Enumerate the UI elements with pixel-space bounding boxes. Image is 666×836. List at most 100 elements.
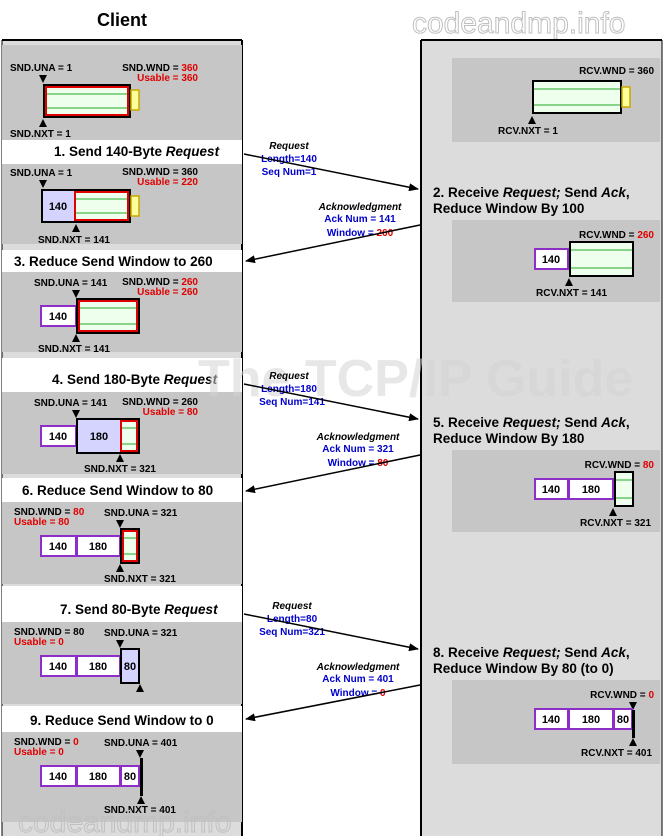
arrow-ack-8 bbox=[245, 684, 421, 722]
message-title: Request bbox=[269, 141, 309, 152]
receive-window bbox=[534, 82, 620, 112]
snd-una-label: SND.UNA = 1 bbox=[10, 168, 73, 179]
snd-wnd-label: SND.WND = 360 bbox=[122, 63, 198, 74]
rcv-nxt-label: RCV.NXT = 321 bbox=[580, 518, 651, 529]
arrow-request-4 bbox=[243, 383, 419, 422]
message-length: Length=140 bbox=[261, 154, 317, 165]
segment-label: 180 bbox=[90, 431, 108, 443]
snd-una-label: SND.UNA = 321 bbox=[104, 628, 178, 639]
snd-wnd-label: SND.WND = 80 bbox=[14, 627, 85, 638]
client-state-4-content: SND.UNA = 141 SND.WND = 260 Usable = 80 … bbox=[34, 397, 198, 475]
client-state-7-content: SND.WND = 80 Usable = 0 SND.UNA = 321 14… bbox=[14, 627, 178, 692]
snd-nxt-marker bbox=[136, 684, 144, 692]
message-ack-8: Acknowledgment Ack Num = 401 Window = 0 bbox=[245, 662, 421, 722]
segment-label: 140 bbox=[49, 541, 67, 553]
segment-label: 140 bbox=[49, 311, 67, 323]
segment-label: 80 bbox=[617, 714, 629, 726]
usable-window bbox=[124, 532, 136, 560]
rcv-nxt-label: RCV.NXT = 141 bbox=[536, 288, 607, 299]
snd-una-label: SND.UNA = 141 bbox=[34, 278, 108, 289]
message-window: Window = 260 bbox=[327, 228, 394, 239]
arrow-ack-5 bbox=[245, 454, 421, 494]
step-7-title: 7. Send 80-Byte Request bbox=[60, 602, 218, 617]
snd-wnd-label: SND.WND = 260 bbox=[122, 277, 198, 288]
receive-window bbox=[571, 243, 632, 275]
segment-label: 140 bbox=[542, 254, 560, 266]
message-length: Length=80 bbox=[267, 614, 318, 625]
step-9-title: 9. Reduce Send Window to 0 bbox=[30, 713, 214, 728]
snd-nxt-label: SND.NXT = 1 bbox=[10, 129, 71, 140]
arrow-ack-2 bbox=[245, 224, 421, 264]
step-6-title: 6. Reduce Send Window to 80 bbox=[22, 483, 213, 498]
sent-segment-140 bbox=[43, 191, 74, 221]
client-state-3-content: SND.UNA = 141 SND.WND = 260 Usable = 260… bbox=[34, 277, 198, 355]
segment-label: 180 bbox=[582, 484, 600, 496]
sent-segment-80 bbox=[122, 650, 138, 682]
usable-label: Usable = 80 bbox=[143, 407, 199, 418]
message-window: Window = 80 bbox=[328, 458, 389, 469]
acked-segment-80 bbox=[120, 765, 140, 787]
client-state-9-content: SND.WND = 0 Usable = 0 SND.UNA = 401 140… bbox=[14, 737, 178, 816]
snd-nxt-label: SND.NXT = 141 bbox=[38, 235, 110, 246]
message-title: Acknowledgment bbox=[318, 202, 402, 213]
segment-label: 140 bbox=[542, 714, 560, 726]
segment-label: 180 bbox=[89, 771, 107, 783]
step-8-title-line1: 8. Receive Request; Send Ack, bbox=[433, 645, 630, 660]
snd-una-marker bbox=[39, 75, 47, 83]
client-state-0-content: SND.UNA = 1 SND.WND = 360 Usable = 360 S… bbox=[10, 63, 198, 140]
segment-label: 140 bbox=[49, 431, 67, 443]
rcv-wnd-label: RCV.WND = 260 bbox=[579, 230, 654, 241]
usable-window bbox=[76, 193, 127, 219]
snd-nxt-label: SND.NXT = 401 bbox=[104, 805, 176, 816]
server-state-8-content: RCV.WND = 0 140 180 80 RCV.NXT = 401 bbox=[534, 690, 654, 759]
rcv-wnd-label: RCV.WND = 0 bbox=[590, 690, 654, 701]
server-state-0-content: RCV.WND = 360 RCV.NXT = 1 bbox=[498, 66, 654, 137]
rcv-nxt-label: RCV.NXT = 1 bbox=[498, 126, 558, 137]
snd-una-label: SND.UNA = 1 bbox=[10, 63, 73, 74]
message-seq: Seq Num=321 bbox=[259, 627, 325, 638]
arrow-request-1 bbox=[243, 153, 419, 192]
snd-una-label: SND.UNA = 321 bbox=[104, 508, 178, 519]
step-5-title-line1: 5. Receive Request; Send Ack, bbox=[433, 415, 630, 430]
snd-una-label: SND.UNA = 401 bbox=[104, 738, 178, 749]
watermark-top: codeandmp.info bbox=[412, 7, 626, 40]
message-title: Request bbox=[269, 371, 309, 382]
client-state-6-content: SND.WND = 80 Usable = 80 SND.UNA = 321 1… bbox=[14, 507, 178, 585]
sent-segment-180 bbox=[78, 420, 120, 452]
message-ack-num: Ack Num = 321 bbox=[322, 444, 394, 455]
segment-label: 180 bbox=[582, 714, 600, 726]
step-3-title: 3. Reduce Send Window to 260 bbox=[14, 254, 213, 269]
snd-wnd-label: SND.WND = 260 bbox=[122, 397, 198, 408]
rcv-nxt-label: RCV.NXT = 401 bbox=[581, 748, 652, 759]
usable-window bbox=[80, 302, 136, 330]
step-2-title-line1: 2. Receive Request; Send Ack, bbox=[433, 185, 630, 200]
message-seq: Seq Num=141 bbox=[259, 397, 325, 408]
rcv-wnd-label: RCV.WND = 80 bbox=[585, 460, 655, 471]
usable-label: Usable = 220 bbox=[137, 177, 198, 188]
step-1-title: 1. Send 140-Byte Request bbox=[54, 144, 220, 159]
zero-window-bar bbox=[632, 710, 635, 738]
segment-label: 80 bbox=[124, 771, 136, 783]
future-bytes bbox=[130, 195, 140, 217]
receive-window bbox=[616, 473, 632, 505]
snd-una-label: SND.UNA = 141 bbox=[34, 398, 108, 409]
step-4-title: 4. Send 180-Byte Request bbox=[52, 372, 218, 387]
step-8-title-line2: Reduce Window By 80 (to 0) bbox=[433, 661, 614, 676]
snd-nxt-marker bbox=[39, 119, 47, 127]
zero-window-bar bbox=[140, 758, 143, 796]
message-title: Request bbox=[272, 601, 312, 612]
server-state-5-content: RCV.WND = 80 140 180 RCV.NXT = 321 bbox=[534, 460, 655, 529]
snd-nxt-label: SND.NXT = 321 bbox=[84, 464, 156, 475]
received-segment-140 bbox=[534, 248, 569, 270]
message-request-1: Request Length=140 Seq Num=1 bbox=[243, 141, 419, 192]
segment-label: 140 bbox=[49, 201, 67, 213]
client-header: Client bbox=[97, 10, 147, 30]
segment-label: 180 bbox=[89, 661, 107, 673]
client-state-1-content: SND.UNA = 1 SND.WND = 360 Usable = 220 1… bbox=[10, 167, 198, 246]
send-window bbox=[47, 88, 127, 114]
message-ack-num: Ack Num = 401 bbox=[322, 674, 394, 685]
segment-label: 140 bbox=[49, 771, 67, 783]
segment-label: 140 bbox=[49, 661, 67, 673]
message-request-4: Request Length=180 Seq Num=141 bbox=[243, 371, 419, 422]
